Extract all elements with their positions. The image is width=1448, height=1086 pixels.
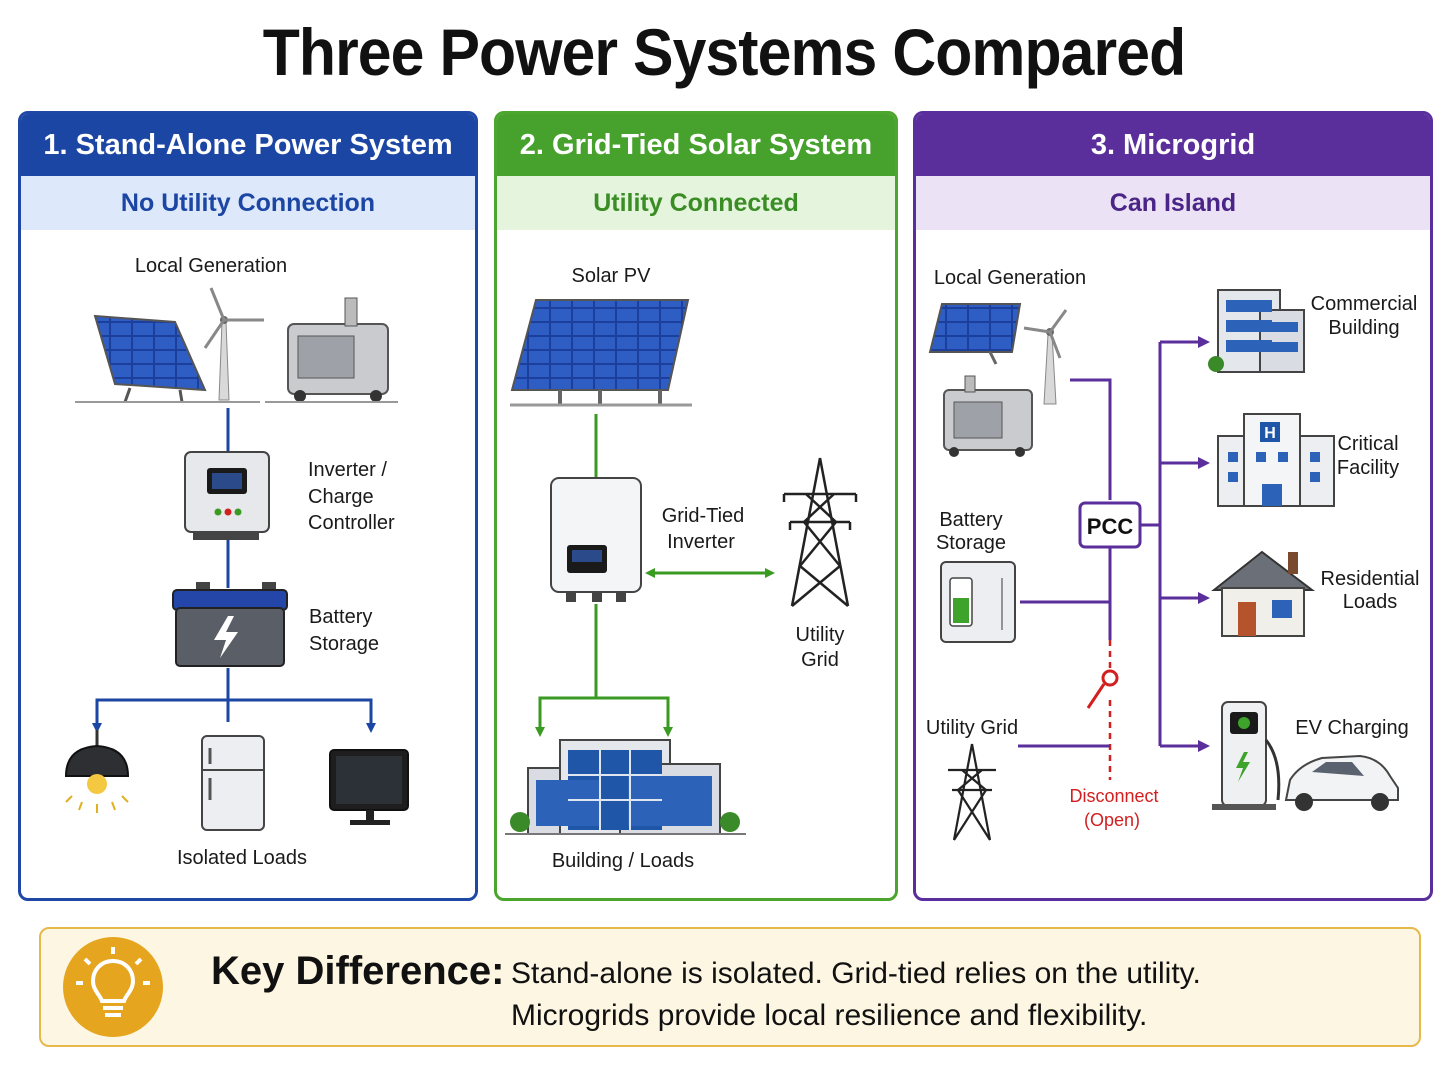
residential-label-1: Residential bbox=[1321, 568, 1420, 590]
lamp-icon bbox=[64, 730, 130, 813]
pcc-box: PCC bbox=[1078, 501, 1142, 549]
hospital-h-mark: H bbox=[1264, 425, 1276, 442]
page-title: Three Power Systems Compared bbox=[262, 15, 1186, 89]
disconnect-label-1: Disconnect bbox=[1069, 786, 1158, 806]
electric-car-icon bbox=[1284, 754, 1399, 811]
television-icon bbox=[329, 749, 409, 825]
wind-turbine-icon bbox=[203, 287, 264, 401]
panel-3-subheader: Can Island bbox=[916, 176, 1430, 230]
disconnect-switch-icon bbox=[1101, 669, 1119, 687]
panel-microgrid: 3. Microgrid Can Island bbox=[913, 111, 1433, 901]
key-difference-line-2: Microgrids provide local resilience and … bbox=[511, 999, 1148, 1032]
panel-2-subheader: Utility Connected bbox=[497, 176, 895, 230]
panel-2-header: 2. Grid-Tied Solar System bbox=[497, 114, 895, 176]
grid-tied-inverter-label-1: Grid-Tied bbox=[662, 505, 745, 527]
battery-label-2: Storage bbox=[309, 633, 379, 655]
ev-charging-label: EV Charging bbox=[1295, 717, 1408, 739]
microgrid-utility-label: Utility Grid bbox=[926, 717, 1018, 739]
solar-panel-icon bbox=[75, 314, 260, 403]
disconnect-label-2: (Open) bbox=[1084, 810, 1140, 830]
solar-pv-icon bbox=[510, 299, 692, 407]
panel-1-diagram: Local Generation bbox=[64, 255, 409, 869]
solar-pv-label: Solar PV bbox=[572, 265, 652, 287]
pcc-label: PCC bbox=[1087, 514, 1134, 539]
battery-cabinet-icon bbox=[940, 561, 1016, 643]
key-difference-label: Key Difference: bbox=[211, 949, 505, 993]
commercial-label-1: Commercial bbox=[1311, 293, 1418, 315]
critical-label-2: Facility bbox=[1337, 457, 1399, 479]
inverter-label-1: Inverter / bbox=[308, 459, 387, 481]
commercial-label-2: Building bbox=[1328, 317, 1399, 339]
key-difference-box: Key Difference: Stand-alone is isolated.… bbox=[39, 927, 1421, 1047]
inverter-label-2: Charge bbox=[308, 486, 374, 508]
utility-tower-icon bbox=[782, 457, 858, 607]
microgrid-generator-icon bbox=[943, 375, 1033, 457]
residential-label-2: Loads bbox=[1343, 591, 1398, 613]
grid-tied-inverter-label-2: Inverter bbox=[667, 531, 735, 553]
panel-1-header: 1. Stand-Alone Power System bbox=[21, 114, 475, 176]
microgrid-solar-icon bbox=[928, 303, 1022, 365]
battery-label-1: Battery bbox=[309, 606, 372, 628]
commercial-building-icon bbox=[1208, 289, 1305, 373]
panel-1-subheader: No Utility Connection bbox=[21, 176, 475, 230]
office-building-icon bbox=[505, 739, 746, 835]
utility-grid-label-1: Utility bbox=[796, 624, 845, 646]
local-generation-label: Local Generation bbox=[135, 255, 287, 277]
microgrid-generation-label: Local Generation bbox=[934, 267, 1086, 289]
isolated-loads-label: Isolated Loads bbox=[177, 847, 307, 869]
hospital-icon: H bbox=[1217, 413, 1335, 507]
generator-icon bbox=[265, 297, 398, 403]
panel-2-diagram: Solar PV Grid-Tied Inverter bbox=[505, 265, 858, 872]
grid-tied-inverter-icon bbox=[550, 477, 642, 602]
microgrid-battery-label-1: Battery bbox=[939, 509, 1002, 531]
utility-grid-label-2: Grid bbox=[801, 649, 839, 671]
ev-charger-icon bbox=[1212, 701, 1281, 810]
battery-icon bbox=[172, 582, 288, 667]
microgrid-battery-label-2: Storage bbox=[936, 532, 1006, 554]
panel-3-header: 3. Microgrid bbox=[916, 114, 1430, 176]
charge-controller-icon bbox=[184, 451, 270, 540]
key-difference-line-1: Stand-alone is isolated. Grid-tied relie… bbox=[511, 957, 1201, 990]
inverter-label-3: Controller bbox=[308, 512, 395, 534]
microgrid-utility-tower-icon bbox=[948, 743, 996, 841]
panel-3-diagram: Local Generation Battery Storage bbox=[926, 267, 1420, 841]
house-icon bbox=[1211, 550, 1315, 637]
refrigerator-icon bbox=[201, 735, 265, 831]
lightbulb-icon bbox=[63, 937, 163, 1037]
critical-label-1: Critical bbox=[1337, 433, 1398, 455]
microgrid-wind-turbine-icon bbox=[1023, 309, 1068, 405]
diagram-canvas: Local Generation bbox=[64, 255, 1420, 872]
building-loads-label: Building / Loads bbox=[552, 850, 694, 872]
